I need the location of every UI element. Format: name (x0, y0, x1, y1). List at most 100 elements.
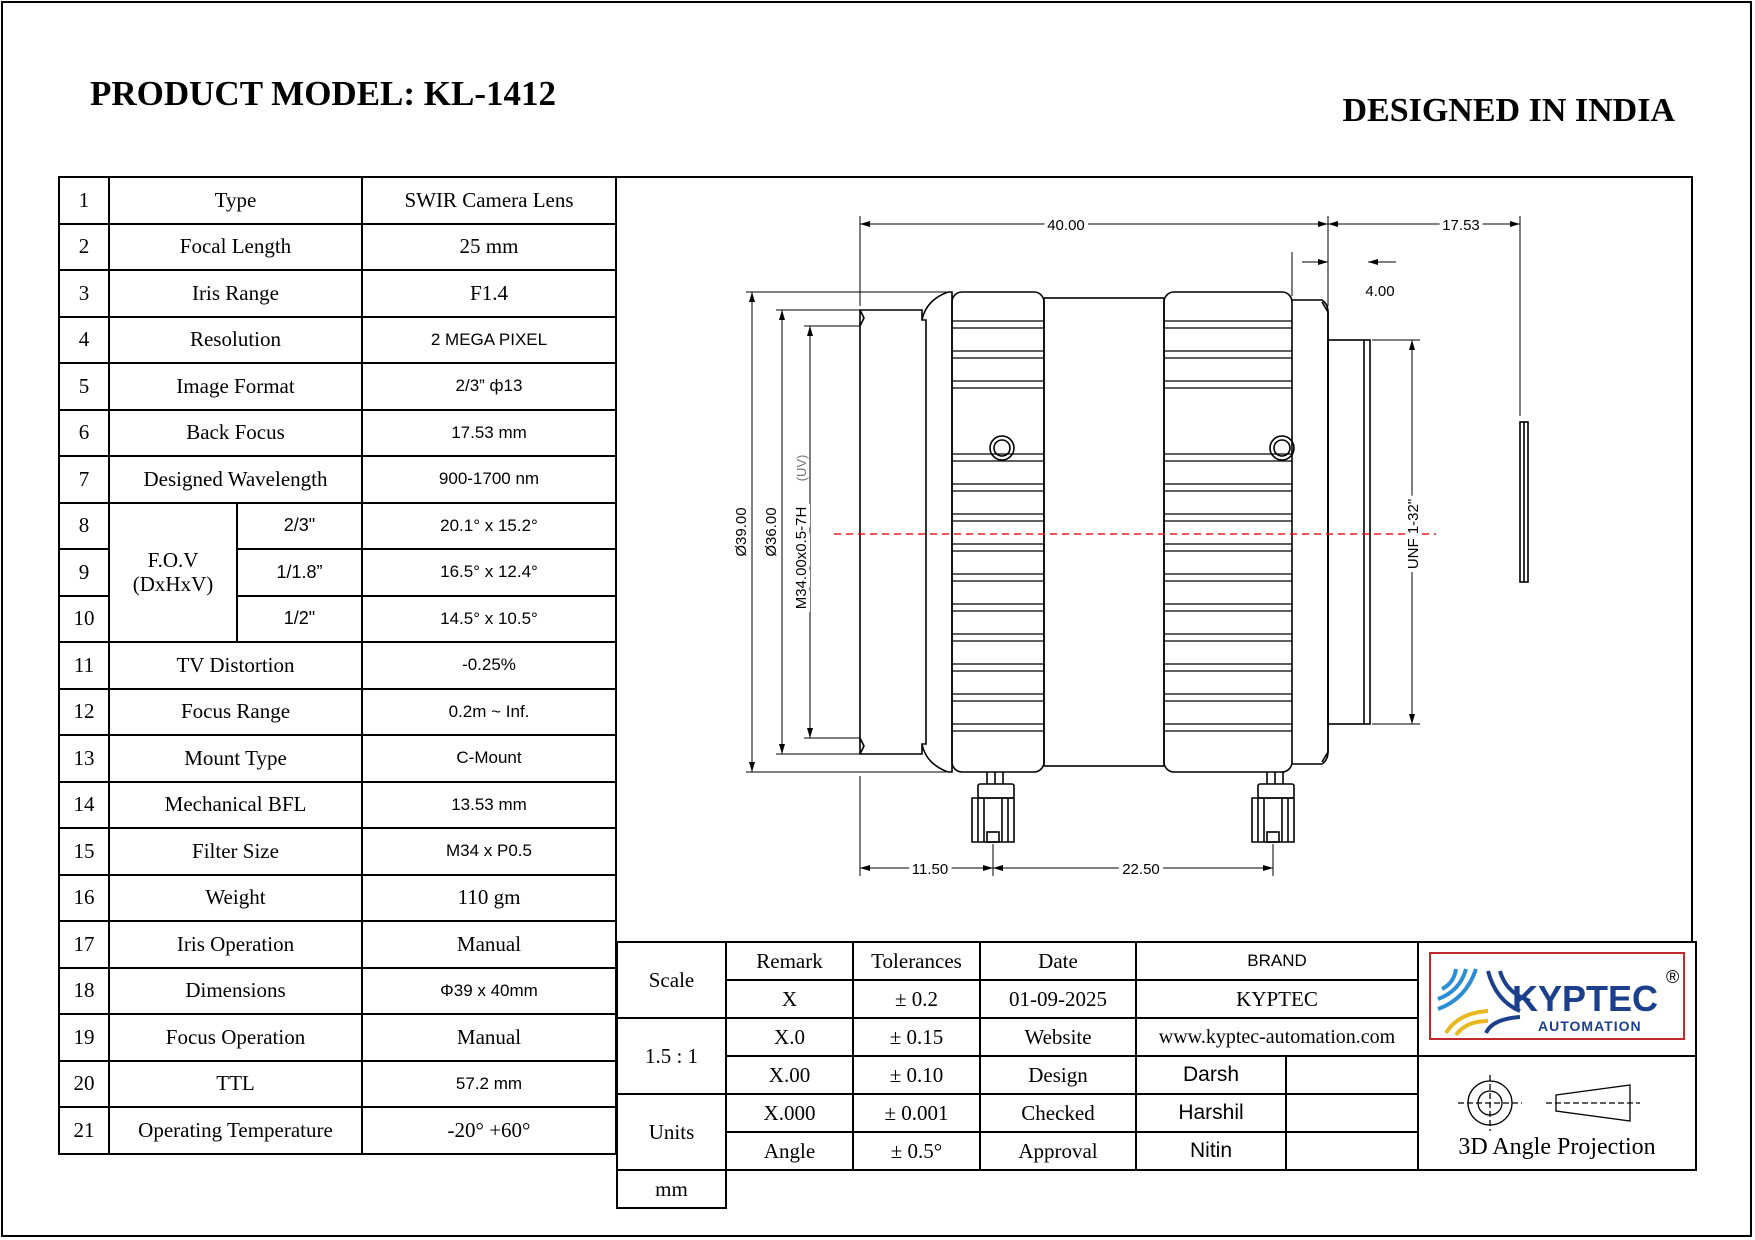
brand-value: KYPTEC (1135, 979, 1419, 1019)
spec-value: Manual (361, 920, 617, 969)
scale-label: Scale (616, 941, 727, 1019)
brand-label: BRAND (1135, 941, 1419, 981)
spec-value: 900-1700 nm (361, 455, 617, 504)
middle-barrel (1043, 297, 1165, 767)
title-block: Scale Remark Tolerances Date BRAND KYPTE… (616, 941, 1697, 1209)
dim-length-label: 40.00 (1047, 217, 1085, 234)
spec-param: TV Distortion (108, 641, 363, 690)
checked-extra (1285, 1093, 1419, 1133)
website-value[interactable]: www.kyptec-automation.com (1135, 1017, 1419, 1057)
tolerance-value: ± 0.5° (852, 1131, 981, 1171)
remark-value: X (725, 979, 854, 1019)
spec-no: 14 (58, 780, 110, 829)
iris-knurl (952, 320, 1044, 732)
dim-thread-label: M34.00x0.5-7H (793, 507, 810, 610)
spacer (726, 1170, 1418, 1208)
spec-value: 14.5° x 10.5° (361, 594, 617, 643)
designed-in-title: DESIGNED IN INDIA (1342, 92, 1675, 129)
screw-hole-inner (993, 439, 1011, 457)
spec-param: Focal Length (108, 222, 363, 271)
spec-value: 20.1° x 15.2° (361, 501, 617, 550)
spec-param: Resolution (108, 315, 363, 364)
screw-hole (1269, 435, 1295, 461)
spec-value: 110 gm (361, 873, 617, 922)
fov-label-line2: (DxHxV) (132, 572, 214, 597)
logo-registered: ® (1666, 967, 1679, 987)
lock-screw (971, 772, 1015, 843)
spec-value: 16.5° x 12.4° (361, 548, 617, 597)
date-label: Date (979, 941, 1137, 981)
spec-value: F1.4 (361, 269, 617, 318)
spec-value: Manual (361, 1013, 617, 1062)
remark-label: Remark (725, 941, 854, 981)
dim-back-focus-label: 17.53 (1442, 217, 1480, 234)
spec-value: SWIR Camera Lens (361, 176, 617, 225)
projection-cell: 3D Angle Projection (1417, 1055, 1697, 1171)
remark-value: X.00 (725, 1055, 854, 1095)
spec-value: 2/3” ф13 (361, 362, 617, 411)
spec-param: Back Focus (108, 408, 363, 457)
screw-hole-inner (1273, 439, 1291, 457)
spec-value: 0.2m ~ Inf. (361, 687, 617, 736)
spec-no: 19 (58, 1013, 110, 1062)
spec-param: Dimensions (108, 966, 363, 1015)
title-block-row: mm (616, 1169, 1696, 1209)
design-label: Design (979, 1055, 1137, 1095)
tolerance-value: ± 0.15 (852, 1017, 981, 1057)
spec-no: 11 (58, 641, 110, 690)
spec-value: 2 MEGA PIXEL (361, 315, 617, 364)
focus-knurl (1164, 320, 1292, 732)
spec-no: 12 (58, 687, 110, 736)
spec-value: M34 x P0.5 (361, 827, 617, 876)
spec-value: 13.53 mm (361, 780, 617, 829)
spec-no: 7 (58, 455, 110, 504)
spec-param: Focus Operation (108, 1013, 363, 1062)
focus-band (1163, 291, 1293, 773)
tolerance-value: ± 0.001 (852, 1093, 981, 1133)
dim-inner-dia-label: Ø36.00 (763, 507, 780, 556)
design-extra (1285, 1055, 1419, 1095)
website-label: Website (979, 1017, 1137, 1057)
checked-label: Checked (979, 1093, 1137, 1133)
projection-label: 3D Angle Projection (1458, 1134, 1656, 1160)
title-block-row: X.00 ± 0.10 Design Darsh 3D Angle Projec… (617, 1055, 1697, 1171)
spec-param: Focus Range (108, 687, 363, 736)
approval-label: Approval (979, 1131, 1137, 1171)
spec-no: 10 (58, 594, 110, 643)
spec-param: Operating Temperature (108, 1106, 363, 1155)
spec-param: Type (108, 176, 363, 225)
spec-no: 3 (58, 269, 110, 318)
logo-text: KYPTEC (1512, 978, 1658, 1019)
dim-screw1-label: 11.50 (912, 861, 948, 878)
spec-row: 8 F.O.V(DxHxV) 2/3" 20.1° x 15.2° (58, 501, 617, 643)
spec-no: 21 (58, 1106, 110, 1155)
title-block-row: Scale Remark Tolerances Date BRAND KYPTE… (616, 941, 1697, 1057)
projection-symbol (1458, 1075, 1640, 1131)
spec-value: 57.2 mm (361, 1059, 617, 1108)
spec-param: Iris Range (108, 269, 363, 318)
remark-value: X.000 (725, 1093, 854, 1133)
thread-mark (859, 309, 865, 327)
spec-param: TTL (108, 1059, 363, 1108)
fov-label: F.O.V(DxHxV) (108, 501, 238, 643)
title-block-row: X ± 0.2 01-09-2025 KYPTEC (617, 979, 1696, 1019)
spec-value: C-Mount (361, 734, 617, 783)
spec-value: Φ39 x 40mm (361, 966, 617, 1015)
title-block-row: Units X.000 ± 0.001 Checked Harshil (616, 1093, 1696, 1171)
spec-no: 5 (58, 362, 110, 411)
title-block-row: 1.5 : 1 X.0 ± 0.15 Website www.kyptec-au… (616, 1017, 1696, 1095)
spec-no: 17 (58, 920, 110, 969)
approval-value: Nitin (1135, 1131, 1287, 1171)
